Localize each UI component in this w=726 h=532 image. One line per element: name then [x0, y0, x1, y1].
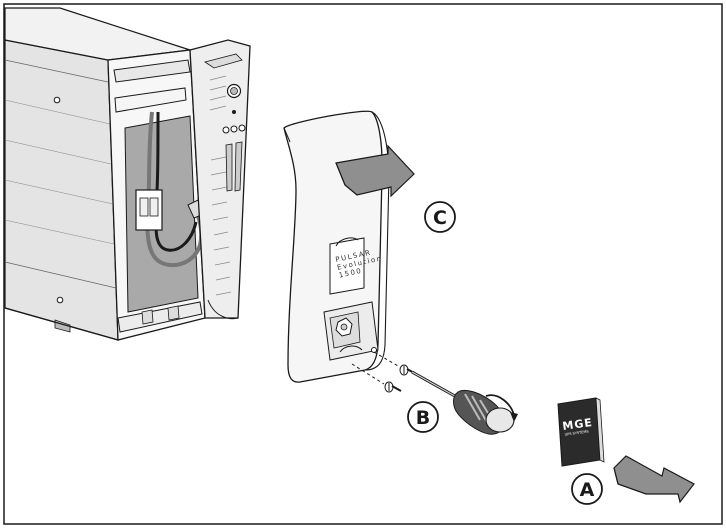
- front-control-column: [189, 39, 251, 319]
- removed-front-panel: PULSAR Evolution 1500: [283, 110, 390, 383]
- screw-icon: [384, 381, 402, 393]
- screw-hole: [53, 96, 61, 104]
- screw-hole: [56, 296, 64, 304]
- battery-cable: [154, 111, 198, 252]
- removal-arrow-c: [335, 144, 415, 198]
- indicator-led-icon: [238, 124, 246, 132]
- diagram-border: [3, 3, 723, 525]
- model-label-plate: [329, 237, 365, 295]
- screws: [351, 351, 417, 393]
- indicator-led-icon: [230, 125, 238, 133]
- logo-brand: MGE: [562, 416, 594, 433]
- indicator-led-icon: [222, 126, 230, 134]
- removal-arrow-a: [613, 455, 695, 504]
- callout-c: C: [424, 201, 456, 233]
- screwdriver-icon: [411, 370, 518, 435]
- status-led-icon: [232, 110, 236, 114]
- logo-tagline: UPS SYSTEMS: [564, 429, 589, 436]
- logo-plate: MGE UPS SYSTEMS: [557, 397, 605, 467]
- callout-a-letter: A: [580, 479, 595, 501]
- screw-hole: [371, 347, 377, 353]
- callout-c-letter: C: [433, 207, 447, 229]
- callout-b-letter: B: [416, 407, 430, 429]
- ups-unit: [4, 7, 251, 341]
- callout-a: A: [571, 473, 603, 505]
- callout-b: B: [407, 401, 439, 433]
